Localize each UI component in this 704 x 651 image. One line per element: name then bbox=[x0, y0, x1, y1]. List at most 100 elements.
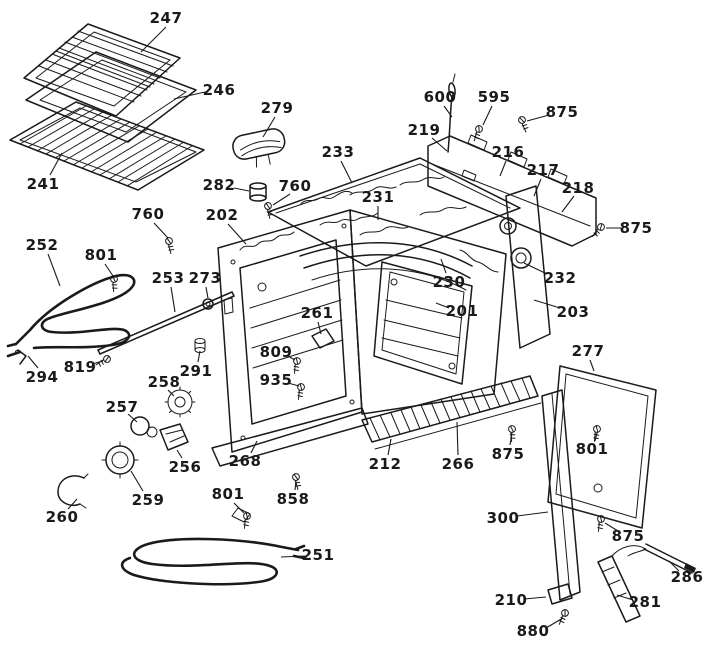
part-label-875d: 875 bbox=[611, 527, 645, 545]
part-label-880: 880 bbox=[516, 622, 550, 640]
leader-282 bbox=[233, 187, 250, 192]
leader-809 bbox=[287, 355, 296, 361]
leader-230 bbox=[440, 258, 447, 274]
leader-246 bbox=[173, 91, 206, 100]
part-label-819: 819 bbox=[63, 358, 97, 376]
part-label-273: 273 bbox=[188, 269, 222, 287]
leader-801a bbox=[104, 263, 114, 277]
leader-291 bbox=[197, 350, 201, 363]
part-label-219: 219 bbox=[407, 121, 441, 139]
capillary-tube bbox=[447, 73, 456, 153]
leader-251 bbox=[280, 555, 306, 558]
part-label-233: 233 bbox=[321, 143, 355, 161]
top-insulation-panel bbox=[239, 157, 521, 273]
base-trim bbox=[211, 407, 369, 467]
leader-260 bbox=[67, 498, 78, 510]
grommet-273 bbox=[202, 298, 214, 310]
part-label-801c: 801 bbox=[575, 440, 609, 458]
part-label-281: 281 bbox=[628, 593, 662, 611]
part-label-216: 216 bbox=[491, 143, 525, 161]
part-label-801a: 801 bbox=[84, 246, 118, 264]
leader-819 bbox=[91, 360, 104, 365]
leader-247 bbox=[140, 26, 167, 53]
bracket-plate-801 bbox=[231, 507, 251, 523]
oven-rack bbox=[9, 101, 205, 191]
leader-875c bbox=[509, 432, 513, 446]
part-label-258: 258 bbox=[147, 373, 181, 391]
part-label-246: 246 bbox=[202, 81, 236, 99]
leader-203 bbox=[533, 299, 561, 309]
knob-257 bbox=[130, 416, 158, 438]
leader-216 bbox=[499, 160, 507, 177]
leader-259 bbox=[130, 470, 144, 492]
part-label-217: 217 bbox=[526, 161, 560, 179]
vent-cap bbox=[232, 128, 286, 168]
leader-600 bbox=[443, 105, 453, 118]
leader-233 bbox=[340, 160, 353, 184]
leader-261 bbox=[317, 321, 322, 335]
leader-217 bbox=[533, 178, 542, 197]
part-label-251: 251 bbox=[301, 546, 335, 564]
grommet-282 bbox=[249, 182, 267, 202]
part-label-252: 252 bbox=[25, 236, 59, 254]
leader-760b bbox=[153, 222, 169, 239]
part-label-241: 241 bbox=[26, 175, 60, 193]
part-label-294: 294 bbox=[25, 368, 59, 386]
leader-212 bbox=[387, 438, 392, 456]
leader-875d bbox=[604, 522, 619, 532]
leader-219 bbox=[431, 137, 448, 152]
part-label-291: 291 bbox=[179, 362, 213, 380]
leader-760a bbox=[272, 193, 291, 206]
part-label-202: 202 bbox=[205, 206, 239, 224]
leader-268 bbox=[250, 440, 258, 454]
part-label-260: 260 bbox=[45, 508, 79, 526]
leader-277 bbox=[589, 359, 595, 372]
part-label-595: 595 bbox=[477, 88, 511, 106]
leader-258 bbox=[167, 389, 175, 397]
broiler-grid bbox=[23, 23, 181, 117]
right-side-panel bbox=[505, 185, 551, 349]
part-label-218: 218 bbox=[561, 179, 595, 197]
leader-935 bbox=[287, 382, 300, 387]
leader-880 bbox=[545, 617, 564, 629]
part-label-809: 809 bbox=[259, 343, 293, 361]
part-label-253: 253 bbox=[151, 269, 185, 287]
part-label-257: 257 bbox=[105, 398, 139, 416]
part-label-231: 231 bbox=[361, 188, 395, 206]
part-label-203: 203 bbox=[556, 303, 590, 321]
leader-257 bbox=[127, 413, 138, 423]
part-label-261: 261 bbox=[300, 304, 334, 322]
leader-286 bbox=[668, 560, 680, 572]
part-label-266: 266 bbox=[441, 455, 475, 473]
leader-801c bbox=[594, 432, 598, 442]
leader-201 bbox=[435, 302, 450, 309]
part-label-201: 201 bbox=[445, 302, 479, 320]
rail-foot-210 bbox=[547, 583, 573, 605]
part-label-282: 282 bbox=[202, 176, 236, 194]
leader-595 bbox=[482, 105, 493, 126]
broiler-pan bbox=[25, 51, 197, 143]
rack-slide-rod bbox=[97, 291, 235, 355]
leader-232 bbox=[523, 262, 548, 275]
leader-266 bbox=[456, 421, 459, 456]
part-label-259: 259 bbox=[131, 491, 165, 509]
part-label-760a: 760 bbox=[278, 177, 312, 195]
leader-253 bbox=[170, 286, 176, 313]
part-label-256: 256 bbox=[168, 458, 202, 476]
leader-801b bbox=[233, 502, 245, 514]
door-rail-300 bbox=[541, 389, 581, 601]
part-label-760b: 760 bbox=[131, 205, 165, 223]
leader-210 bbox=[523, 596, 547, 600]
leader-858 bbox=[294, 480, 297, 491]
leader-300 bbox=[516, 511, 549, 517]
lamp-socket bbox=[159, 423, 189, 451]
leader-273 bbox=[205, 286, 209, 299]
leader-256 bbox=[176, 449, 183, 459]
part-label-277: 277 bbox=[571, 342, 605, 360]
part-label-230: 230 bbox=[432, 273, 466, 291]
leader-252 bbox=[47, 253, 61, 287]
part-label-232: 232 bbox=[543, 269, 577, 287]
vent-grille bbox=[361, 375, 542, 450]
